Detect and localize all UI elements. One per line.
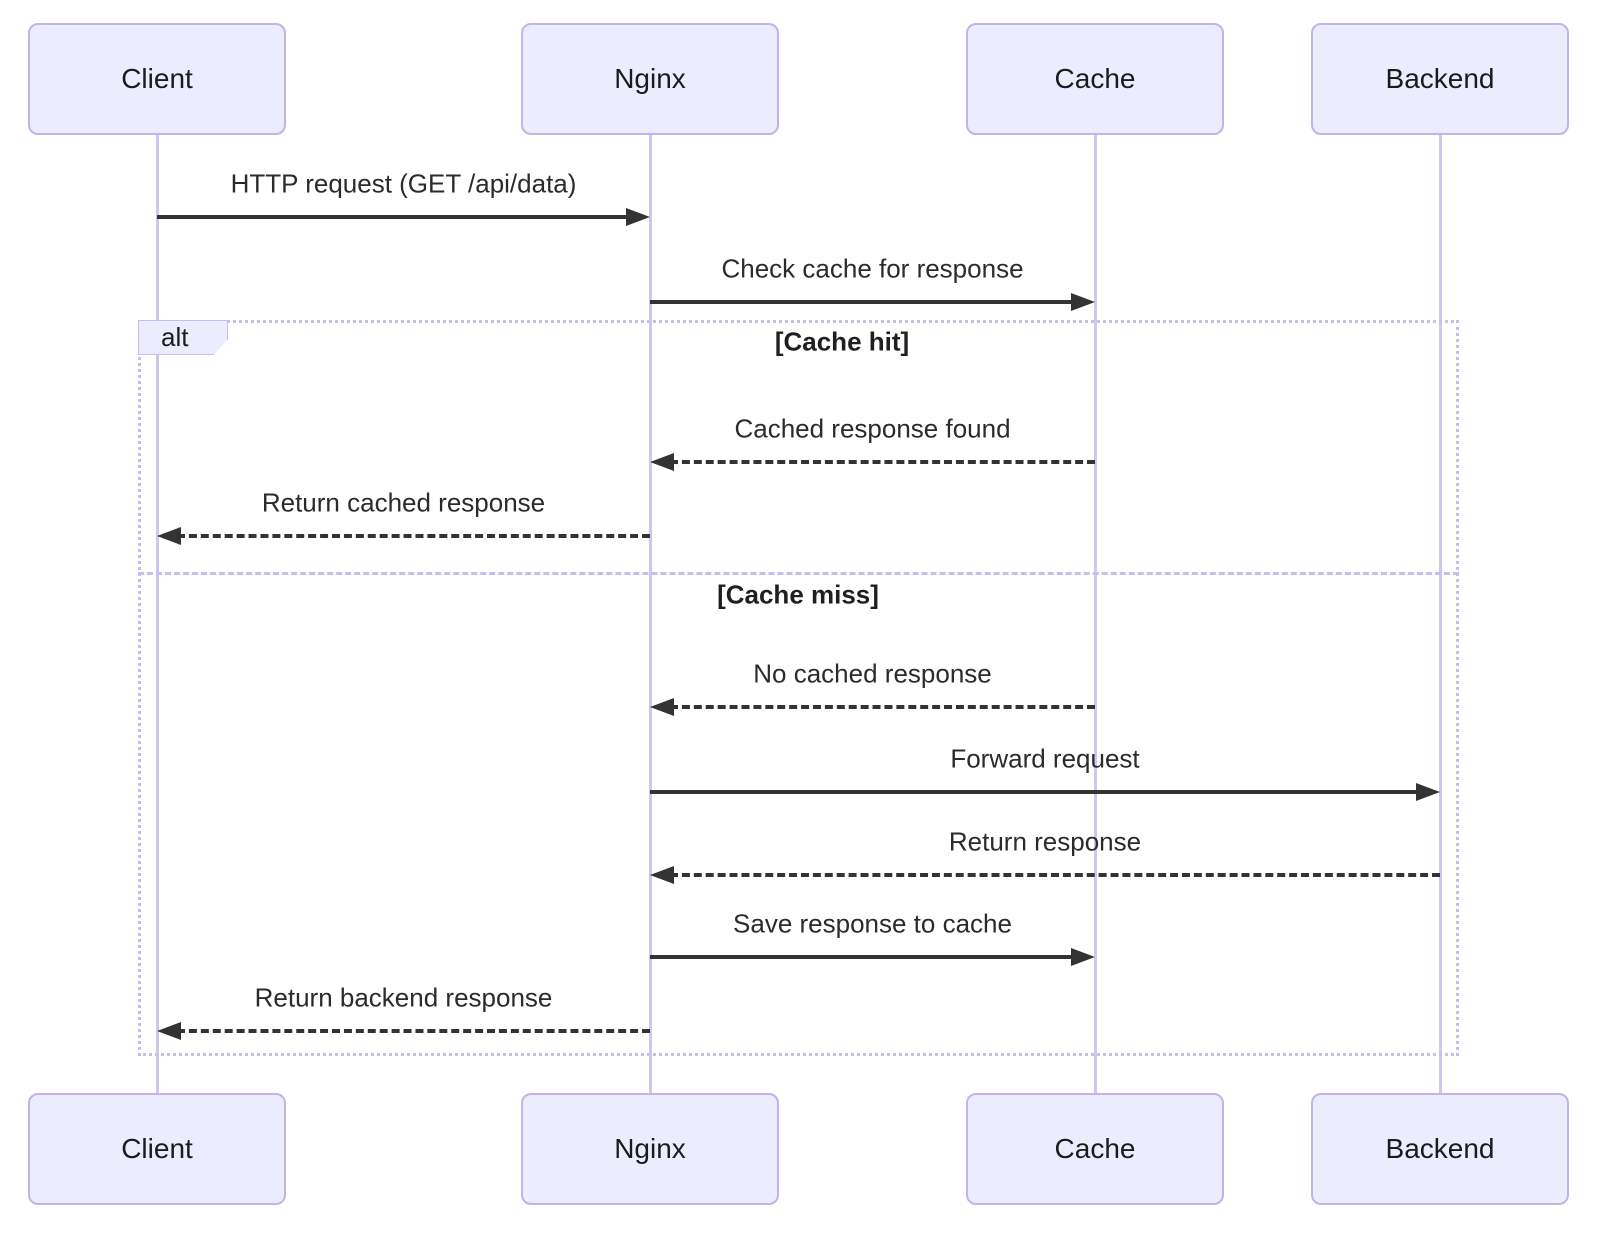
- lifeline-nginx: [648, 135, 652, 1093]
- alt-section-label-1: [Cache miss]: [717, 579, 879, 610]
- actor-nginx-top: Nginx: [521, 23, 779, 135]
- actor-label: Backend: [1385, 1133, 1495, 1164]
- alt-operator-tab: alt: [138, 320, 228, 355]
- message-line-8: [177, 1029, 650, 1033]
- actor-backend-bottom: Backend: [1311, 1093, 1569, 1205]
- actor-cache-bottom: Cache: [966, 1093, 1224, 1205]
- message-line-5: [650, 790, 1420, 794]
- message-label-1: Check cache for response: [721, 253, 1024, 284]
- message-label-8: Return backend response: [254, 982, 553, 1013]
- message-arrowhead-7: [1071, 948, 1095, 966]
- actor-label: Cache: [1054, 1133, 1136, 1164]
- actor-client-bottom: Client: [28, 1093, 286, 1205]
- actor-label: Client: [121, 63, 193, 94]
- message-label-2: Cached response found: [734, 413, 1011, 444]
- lifeline-backend: [1438, 135, 1442, 1093]
- actor-label: Nginx: [614, 1133, 686, 1164]
- message-arrowhead-8: [157, 1022, 181, 1040]
- message-label-7: Save response to cache: [733, 908, 1012, 939]
- message-line-6: [670, 873, 1440, 877]
- message-label-6: Return response: [948, 826, 1142, 857]
- actor-client-top: Client: [28, 23, 286, 135]
- actor-label: Nginx: [614, 63, 686, 94]
- message-arrowhead-1: [1071, 293, 1095, 311]
- actor-label: Cache: [1054, 63, 1136, 94]
- message-arrowhead-5: [1416, 783, 1440, 801]
- message-arrowhead-4: [650, 698, 674, 716]
- alt-section-label-0: [Cache hit]: [774, 326, 910, 357]
- message-line-3: [177, 534, 650, 538]
- message-line-0: [157, 215, 630, 219]
- message-line-1: [650, 300, 1075, 304]
- message-label-4: No cached response: [753, 658, 992, 689]
- alt-frame-divider: [138, 572, 1459, 575]
- message-label-0: HTTP request (GET /api/data): [230, 168, 577, 199]
- message-arrowhead-3: [157, 527, 181, 545]
- actor-nginx-bottom: Nginx: [521, 1093, 779, 1205]
- actor-label: Client: [121, 1133, 193, 1164]
- message-line-7: [650, 955, 1075, 959]
- actor-cache-top: Cache: [966, 23, 1224, 135]
- message-label-5: Forward request: [950, 743, 1140, 774]
- actor-label: Backend: [1385, 63, 1495, 94]
- lifeline-client: [155, 135, 159, 1093]
- lifeline-cache: [1093, 135, 1097, 1093]
- alt-operator-label: alt: [161, 322, 189, 352]
- message-arrowhead-6: [650, 866, 674, 884]
- message-arrowhead-0: [626, 208, 650, 226]
- message-line-2: [670, 460, 1095, 464]
- alt-frame: [138, 320, 1459, 1056]
- message-arrowhead-2: [650, 453, 674, 471]
- message-line-4: [670, 705, 1095, 709]
- actor-backend-top: Backend: [1311, 23, 1569, 135]
- message-label-3: Return cached response: [261, 487, 546, 518]
